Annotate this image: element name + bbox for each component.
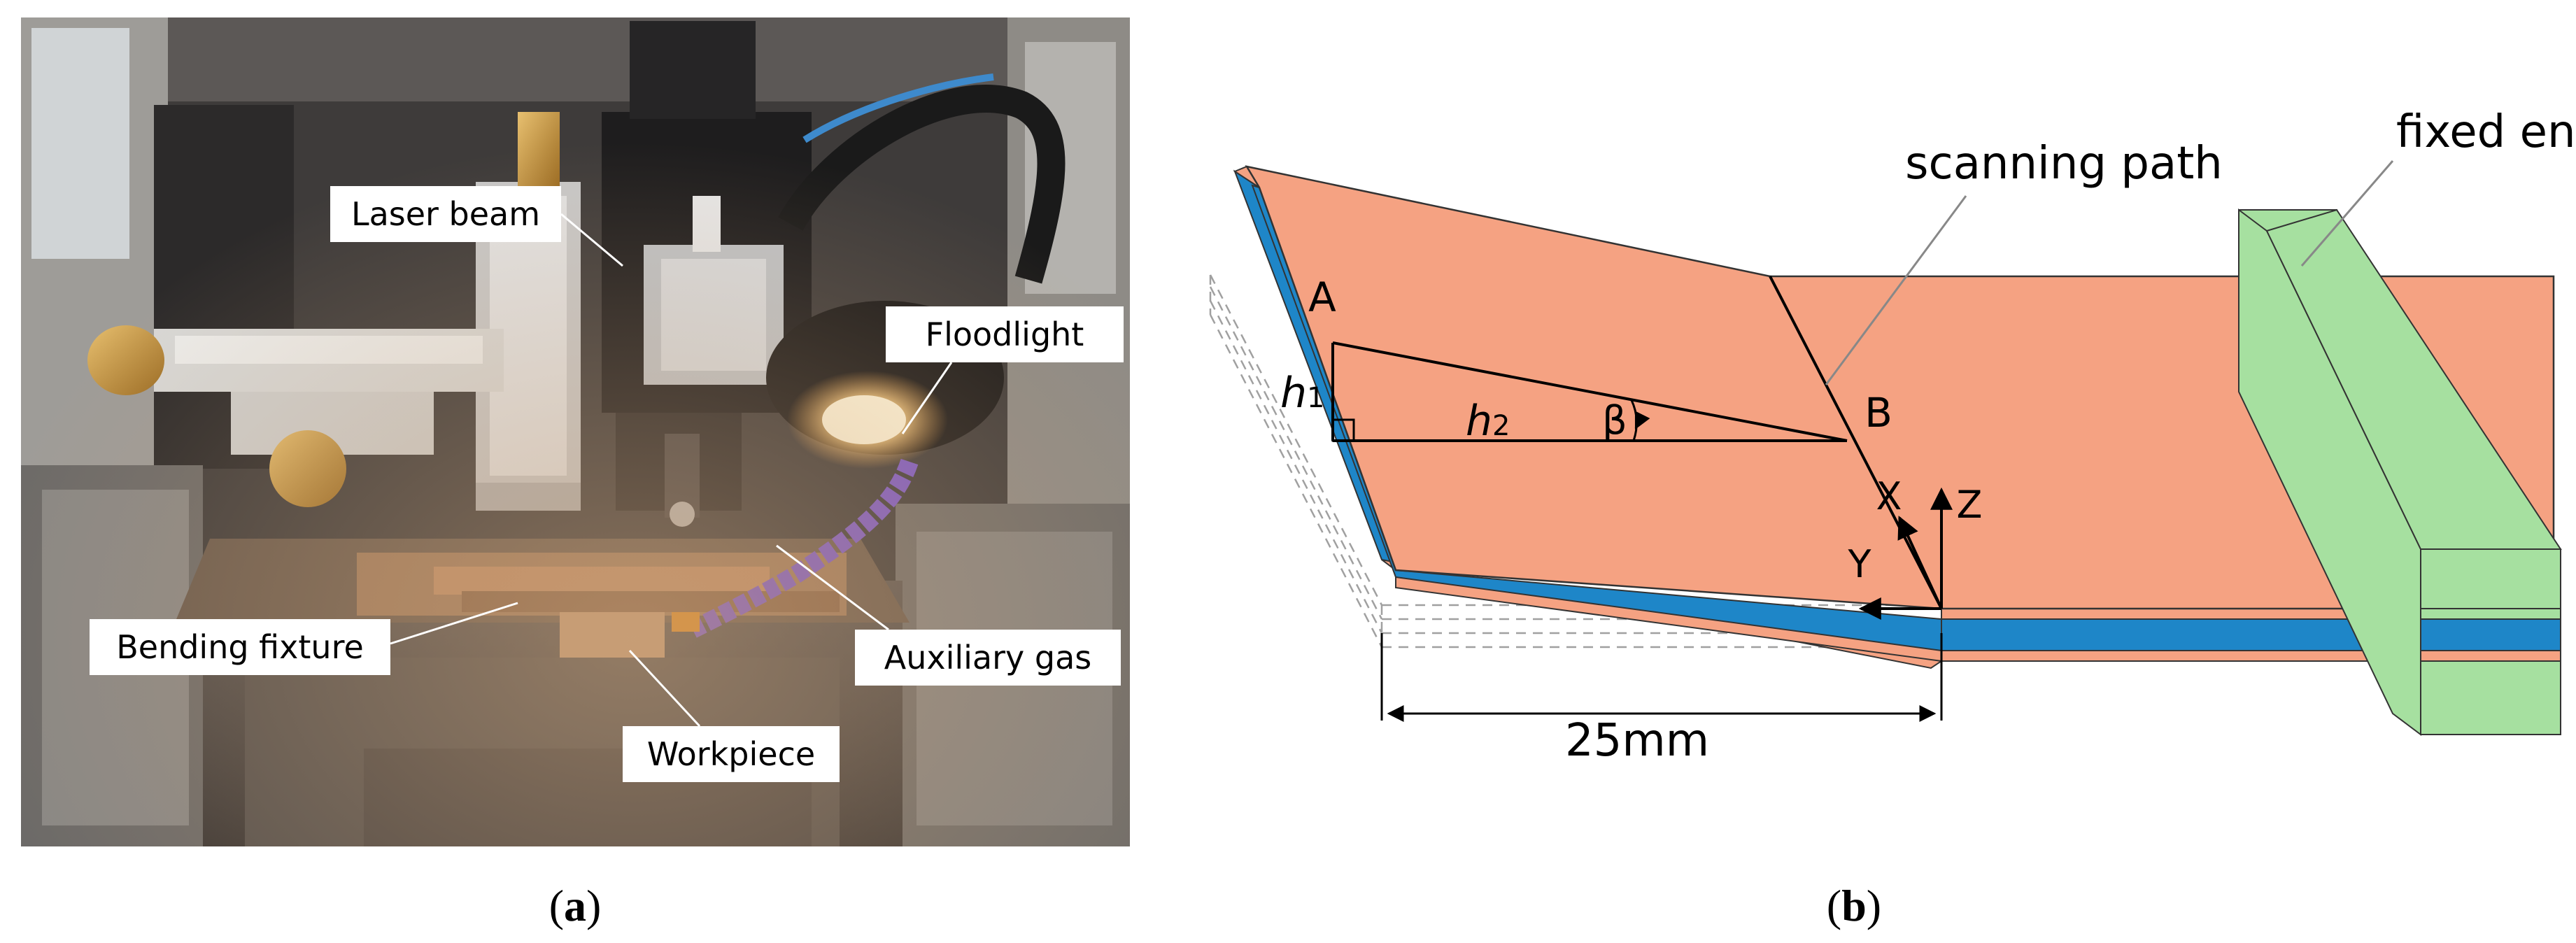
dimension-25mm (1380, 633, 1943, 722)
label-h2: h2 (1466, 397, 1510, 446)
caption-a: (a) (549, 881, 602, 930)
label-h1: h1 (1280, 369, 1324, 418)
label-point-a: A (1308, 274, 1336, 321)
fixed-end-leader (2300, 160, 2394, 267)
caption-b: (b) (1827, 881, 1881, 930)
label-dimension: 25mm (1565, 715, 1709, 767)
svg-text:Auxiliary gas: Auxiliary gas (884, 639, 1091, 676)
label-bending-fixture: Bending fixture (90, 602, 518, 675)
svg-text:Floodlight: Floodlight (926, 315, 1084, 353)
label-beta: β (1602, 398, 1627, 444)
label-auxiliary-gas: Auxiliary gas (776, 544, 1121, 686)
label-fixed-end: fixed end (2396, 106, 2576, 158)
label-point-b: B (1864, 389, 1892, 437)
scanning-path-line (1769, 276, 1943, 609)
scanning-path-leader (1825, 195, 1967, 385)
panel-a-photo (21, 17, 1130, 846)
sheet-bent-top (1245, 165, 1944, 610)
sheet-under-clamp-orange (2420, 650, 2561, 662)
label-axis-z: Z (1957, 483, 1983, 527)
label-laser-beam: Laser beam (330, 186, 623, 267)
label-workpiece: Workpiece (623, 649, 840, 782)
label-axis-y: Y (1848, 542, 1872, 586)
svg-text:Bending fixture: Bending fixture (116, 628, 364, 666)
svg-text:Laser beam: Laser beam (351, 195, 540, 233)
label-scanning-path: scanning path (1905, 138, 2223, 190)
panel-b-diagram (1209, 160, 2562, 736)
label-axis-x: X (1876, 474, 1902, 518)
coordinate-axes (1858, 487, 1953, 620)
original-position-outline (1209, 274, 1941, 648)
sheet-under-clamp-blue (2420, 618, 2561, 651)
svg-text:Workpiece: Workpiece (647, 735, 815, 773)
triangle-geometry (1331, 341, 1848, 442)
label-floodlight: Floodlight (886, 306, 1124, 434)
